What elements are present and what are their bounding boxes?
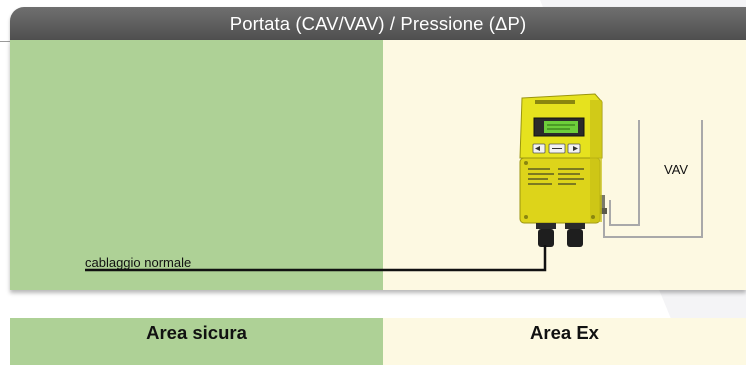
ex-area-label: Area Ex <box>530 322 599 343</box>
cable-label: cablaggio normale <box>85 255 192 270</box>
zone-legend: Area sicura Area Ex <box>10 318 746 365</box>
diagram-panel: cablaggio normale VAV <box>10 40 746 290</box>
safe-area-label-box: Area sicura <box>10 318 383 365</box>
safe-area-label: Area sicura <box>146 322 247 343</box>
page-title: Portata (CAV/VAV) / Pressione (ΔP) <box>229 12 527 34</box>
vav-pressure-tubes <box>603 120 703 238</box>
standard-cable <box>85 245 547 272</box>
pressure-transmitter-icon <box>519 93 607 247</box>
ex-area-label-box: Area Ex <box>383 318 746 365</box>
vav-label: VAV <box>664 162 689 177</box>
safe-area-zone <box>10 40 383 290</box>
diagram-overlay <box>85 93 703 272</box>
title-bar: Portata (CAV/VAV) / Pressione (ΔP) <box>10 7 746 40</box>
